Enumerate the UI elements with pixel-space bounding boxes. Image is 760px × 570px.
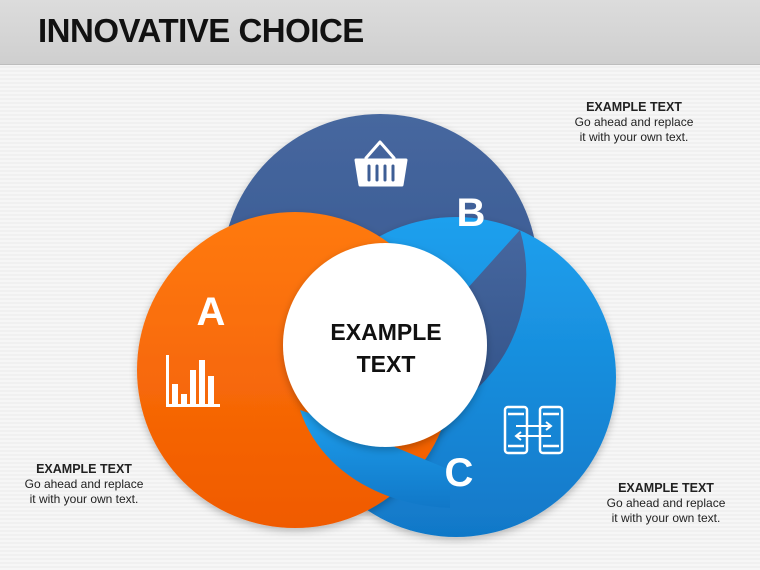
note-a-line2: it with your own text. (29, 492, 139, 506)
note-c: EXAMPLE TEXT Go ahead and replace it wit… (590, 481, 742, 526)
page-title: INNOVATIVE CHOICE (38, 12, 364, 49)
center-label-line2: TEXT (357, 351, 416, 377)
note-c-line1: Go ahead and replace (606, 496, 726, 510)
note-a-heading: EXAMPLE TEXT (36, 462, 132, 476)
note-a-line1: Go ahead and replace (24, 477, 144, 491)
title-bar: INNOVATIVE CHOICE (0, 0, 760, 65)
note-b-heading: EXAMPLE TEXT (586, 100, 682, 114)
segment-c-letter: C (445, 451, 474, 495)
note-b-line1: Go ahead and replace (574, 115, 694, 129)
center-circle (283, 243, 487, 447)
phones-transfer-icon (503, 405, 564, 455)
center-label-line1: EXAMPLE (330, 319, 441, 345)
note-a: EXAMPLE TEXT Go ahead and replace it wit… (8, 462, 160, 507)
shopping-basket-icon (354, 140, 408, 187)
note-b-line2: it with your own text. (579, 130, 689, 144)
note-b: EXAMPLE TEXT Go ahead and replace it wit… (558, 100, 710, 145)
note-c-heading: EXAMPLE TEXT (618, 481, 714, 495)
note-c-line2: it with your own text. (611, 511, 721, 525)
bar-chart-icon (166, 355, 220, 407)
segment-a-letter: A (197, 290, 226, 334)
segment-b-letter: B (457, 191, 486, 235)
